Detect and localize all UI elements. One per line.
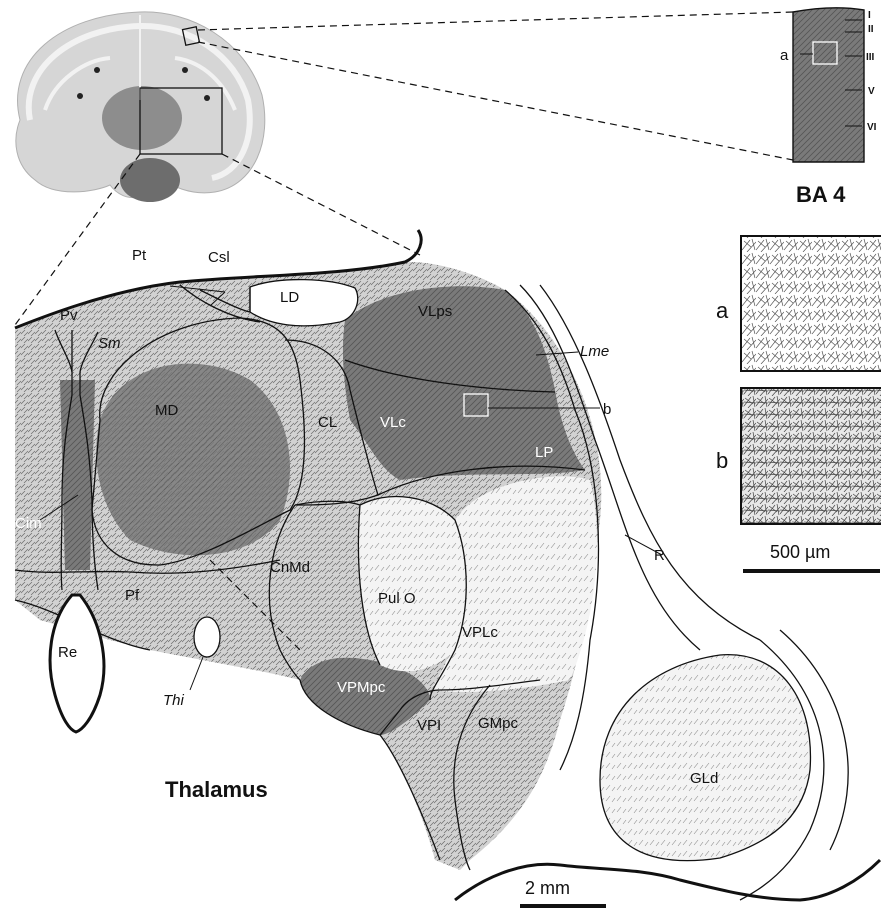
inset-a-label: a bbox=[716, 298, 729, 323]
midline-dense bbox=[60, 380, 95, 570]
label-cnmd: CnMd bbox=[270, 559, 310, 576]
label-pv: Pv bbox=[60, 307, 78, 324]
brain-slice-thumbnail bbox=[16, 12, 265, 202]
gld-area bbox=[600, 655, 810, 861]
label-pt: Pt bbox=[132, 247, 147, 264]
label-gmpc: GMpc bbox=[478, 715, 519, 732]
label-vpi: VPI bbox=[417, 717, 441, 734]
label-vlc: VLc bbox=[380, 414, 406, 431]
md-dense-core bbox=[96, 364, 290, 556]
label-ld: LD bbox=[280, 289, 299, 306]
map-title: Thalamus bbox=[165, 777, 268, 802]
inset-b-label: b bbox=[716, 448, 728, 473]
main-scale-label: 2 mm bbox=[525, 878, 570, 898]
inset-b-pointer-label: b bbox=[603, 401, 611, 418]
inset-panels: a b 500 µm bbox=[716, 236, 881, 571]
label-re: Re bbox=[58, 644, 77, 661]
label-vplc: VPLc bbox=[462, 624, 498, 641]
label-sm: Sm bbox=[98, 335, 121, 352]
inset-scale-label: 500 µm bbox=[770, 542, 830, 562]
label-cim: Cim bbox=[15, 515, 42, 532]
thi-tract bbox=[194, 617, 220, 657]
label-pf: Pf bbox=[125, 587, 140, 604]
label-md: MD bbox=[155, 402, 178, 419]
ventral-surface bbox=[455, 860, 880, 900]
label-pulo: Pul O bbox=[378, 590, 416, 607]
label-csl: Csl bbox=[208, 249, 230, 266]
layer-label-5: V bbox=[868, 86, 875, 97]
layer-label-1: I bbox=[868, 10, 871, 21]
ld-area bbox=[250, 280, 358, 326]
label-lp: LP bbox=[535, 444, 553, 461]
layer-label-3: III bbox=[866, 52, 875, 63]
inset-a bbox=[741, 236, 881, 371]
inset-b bbox=[741, 388, 881, 524]
cortex-area-label: BA 4 bbox=[796, 182, 846, 207]
label-gld: GLd bbox=[690, 770, 718, 787]
cortex-strip-ba4: a I II III V VI BA 4 bbox=[780, 8, 877, 207]
layer-label-6: VI bbox=[867, 122, 877, 133]
layer-label-2: II bbox=[868, 24, 874, 35]
label-r: R bbox=[654, 547, 665, 564]
label-vpmpc: VPMpc bbox=[337, 679, 386, 696]
inset-a-pointer-label: a bbox=[780, 47, 789, 64]
label-cl: CL bbox=[318, 414, 337, 431]
label-lme: Lme bbox=[580, 343, 609, 360]
label-vlps: VLps bbox=[418, 303, 452, 320]
label-thi: Thi bbox=[163, 692, 185, 709]
pul-o-area bbox=[358, 497, 466, 672]
